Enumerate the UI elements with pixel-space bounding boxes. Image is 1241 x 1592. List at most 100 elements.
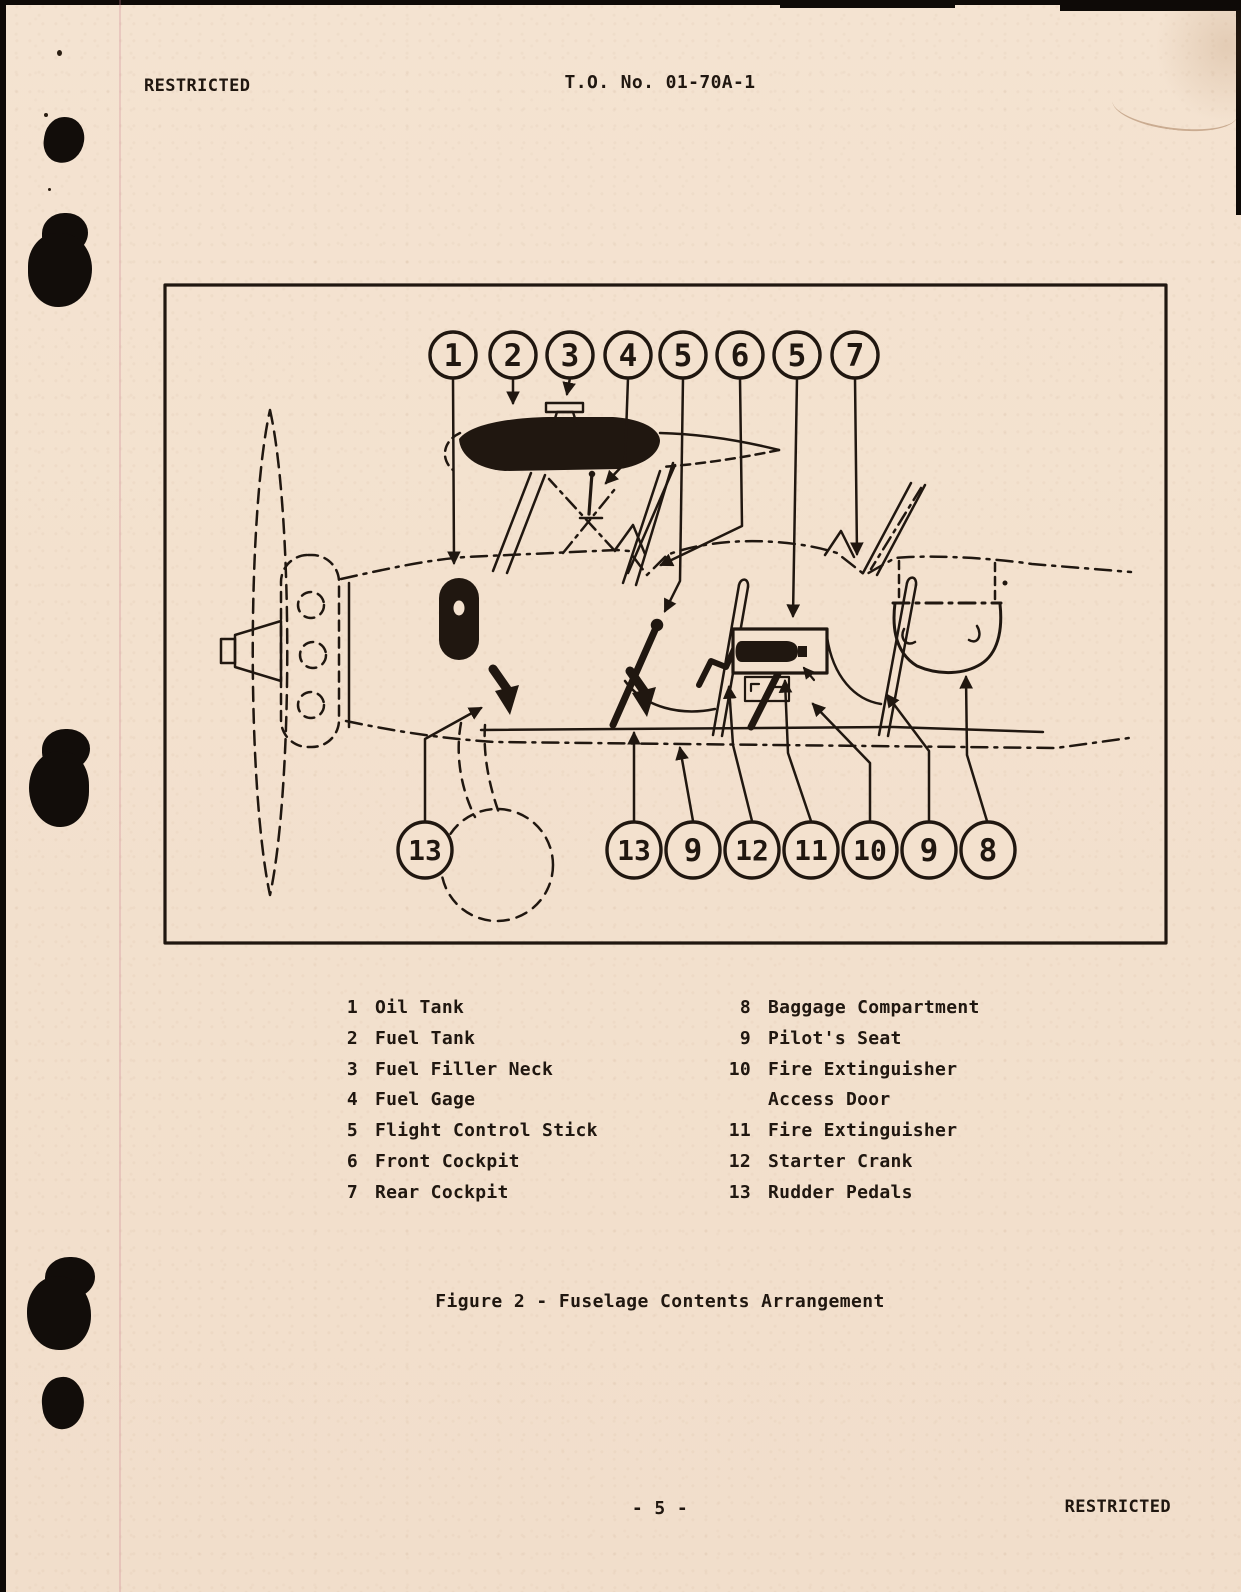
- callout-4: 4: [603, 330, 653, 380]
- wheel: [439, 807, 555, 923]
- fuel-tank: [459, 417, 660, 471]
- wing-trailing-top: [658, 431, 781, 452]
- callout-3: 3: [545, 330, 595, 380]
- legend-item-number: 5: [346, 1120, 358, 1142]
- svg-text:2: 2: [504, 338, 523, 374]
- svg-text:9: 9: [684, 833, 703, 869]
- legend-item-label: Pilot's Seat: [768, 1027, 902, 1049]
- front-control-stick: [609, 618, 664, 729]
- legend-item-number: 7: [346, 1181, 358, 1203]
- rear-windshield: [823, 529, 856, 559]
- legend-item-label: Fuel Tank: [375, 1027, 476, 1049]
- ink-blob: [39, 1374, 87, 1432]
- legend-item-label: Rear Cockpit: [375, 1181, 509, 1203]
- callout-1: 1: [428, 330, 478, 380]
- fuel-filler-neck: [544, 401, 585, 427]
- scan-edge-left: [0, 0, 6, 1592]
- legend-item-number: 4: [346, 1089, 358, 1111]
- callout-13: 13: [396, 820, 454, 880]
- ink-blob: [29, 751, 89, 827]
- wing-struts: [491, 461, 927, 587]
- legend-item-number: 2: [346, 1027, 358, 1049]
- legend-item: 2 Fuel Tank: [330, 1024, 598, 1055]
- baggage-compartment: [891, 559, 1008, 675]
- legend-item-number: 12: [728, 1150, 751, 1172]
- fuselage-bottom-line: [344, 719, 1131, 750]
- callout-5: 5: [772, 330, 822, 380]
- binding-line-artifact: [119, 0, 121, 1592]
- svg-text:13: 13: [408, 834, 442, 867]
- header-classification: RESTRICTED: [144, 76, 251, 96]
- svg-text:3: 3: [561, 338, 580, 374]
- ink-blob: [28, 233, 92, 307]
- callout-13: 13: [605, 820, 663, 880]
- legend-item-number: 9: [739, 1027, 751, 1049]
- scan-edge-top-right: [1060, 0, 1241, 11]
- starter-crank: [696, 642, 739, 688]
- callout-10: 10: [841, 820, 899, 880]
- cockpit-floor-line: [479, 725, 1045, 734]
- engine: [279, 553, 341, 749]
- legend-item-number: 10: [728, 1058, 751, 1080]
- callout-7: 7: [830, 330, 880, 380]
- page-number: - 5 -: [631, 1498, 689, 1519]
- svg-text:11: 11: [794, 834, 828, 867]
- svg-text:13: 13: [617, 834, 651, 867]
- legend-item-label: Flight Control Stick: [375, 1120, 598, 1142]
- legend-item-label: Fire Extinguisher: [768, 1120, 958, 1142]
- ink-speck: [57, 50, 62, 56]
- legend-item-label: Oil Tank: [375, 997, 465, 1018]
- wing-trailing-bottom: [660, 448, 781, 469]
- ink-speck: [48, 188, 51, 191]
- oil-tank: [439, 578, 479, 660]
- legend-item: 3 Fuel Filler Neck: [330, 1055, 598, 1086]
- legend-item-number: 13: [728, 1181, 751, 1203]
- scan-edge-right: [1236, 0, 1241, 215]
- legend-item: Access Door: [723, 1085, 980, 1116]
- legend-item-label: Access Door: [768, 1089, 891, 1111]
- callout-2: 2: [488, 330, 538, 380]
- legend-item-label: Rudder Pedals: [768, 1181, 913, 1203]
- ink-blob: [27, 1276, 91, 1350]
- legend-item-number: 1: [346, 997, 358, 1018]
- svg-text:5: 5: [674, 338, 693, 374]
- legend-item-label: Fuel Filler Neck: [375, 1058, 554, 1080]
- figure-border: [163, 283, 1168, 945]
- svg-text:5: 5: [788, 338, 807, 374]
- legend-item-number: 6: [346, 1150, 358, 1172]
- fire-extinguisher: [731, 627, 829, 682]
- paper-stain: [1150, 10, 1241, 130]
- legend-item: 10 Fire Extinguisher: [723, 1055, 980, 1086]
- legend-item-label: Fuel Gage: [375, 1089, 476, 1111]
- legend-item-number: 11: [728, 1120, 751, 1142]
- callout-5: 5: [658, 330, 708, 380]
- legend-item-number: 3: [346, 1058, 358, 1080]
- callout-9: 9: [664, 820, 722, 880]
- legend-item: 13 Rudder Pedals: [723, 1178, 980, 1209]
- callout-leader-lines: [423, 376, 989, 823]
- fuselage-top-line: [339, 539, 1133, 581]
- svg-text:7: 7: [846, 338, 865, 374]
- legend-item-label: Fire Extinguisher: [768, 1058, 958, 1080]
- footer-classification: RESTRICTED: [1064, 1497, 1171, 1517]
- legend-item: 1 Oil Tank: [330, 993, 598, 1024]
- legend-item-number: 8: [739, 997, 751, 1018]
- ink-blob: [40, 114, 88, 166]
- callout-11: 11: [782, 820, 840, 880]
- scan-edge-top-thick: [780, 0, 955, 8]
- propeller: [251, 408, 289, 897]
- figure-caption: Figure 2 - Fuselage Contents Arrangement: [435, 1291, 885, 1312]
- legend-item: 12 Starter Crank: [723, 1147, 980, 1178]
- legend-column-left: 1 Oil Tank 2 Fuel Tank 3 Fuel Filler Neck 4 Fue…: [330, 993, 598, 1209]
- legend-item: 9 Pilot's Seat: [723, 1024, 980, 1055]
- legend-item-label: Starter Crank: [768, 1150, 913, 1172]
- callout-8: 8: [959, 820, 1017, 880]
- callout-9: 9: [900, 820, 958, 880]
- legend-item-number: [723, 1085, 751, 1116]
- rudder-pedals: [488, 664, 656, 717]
